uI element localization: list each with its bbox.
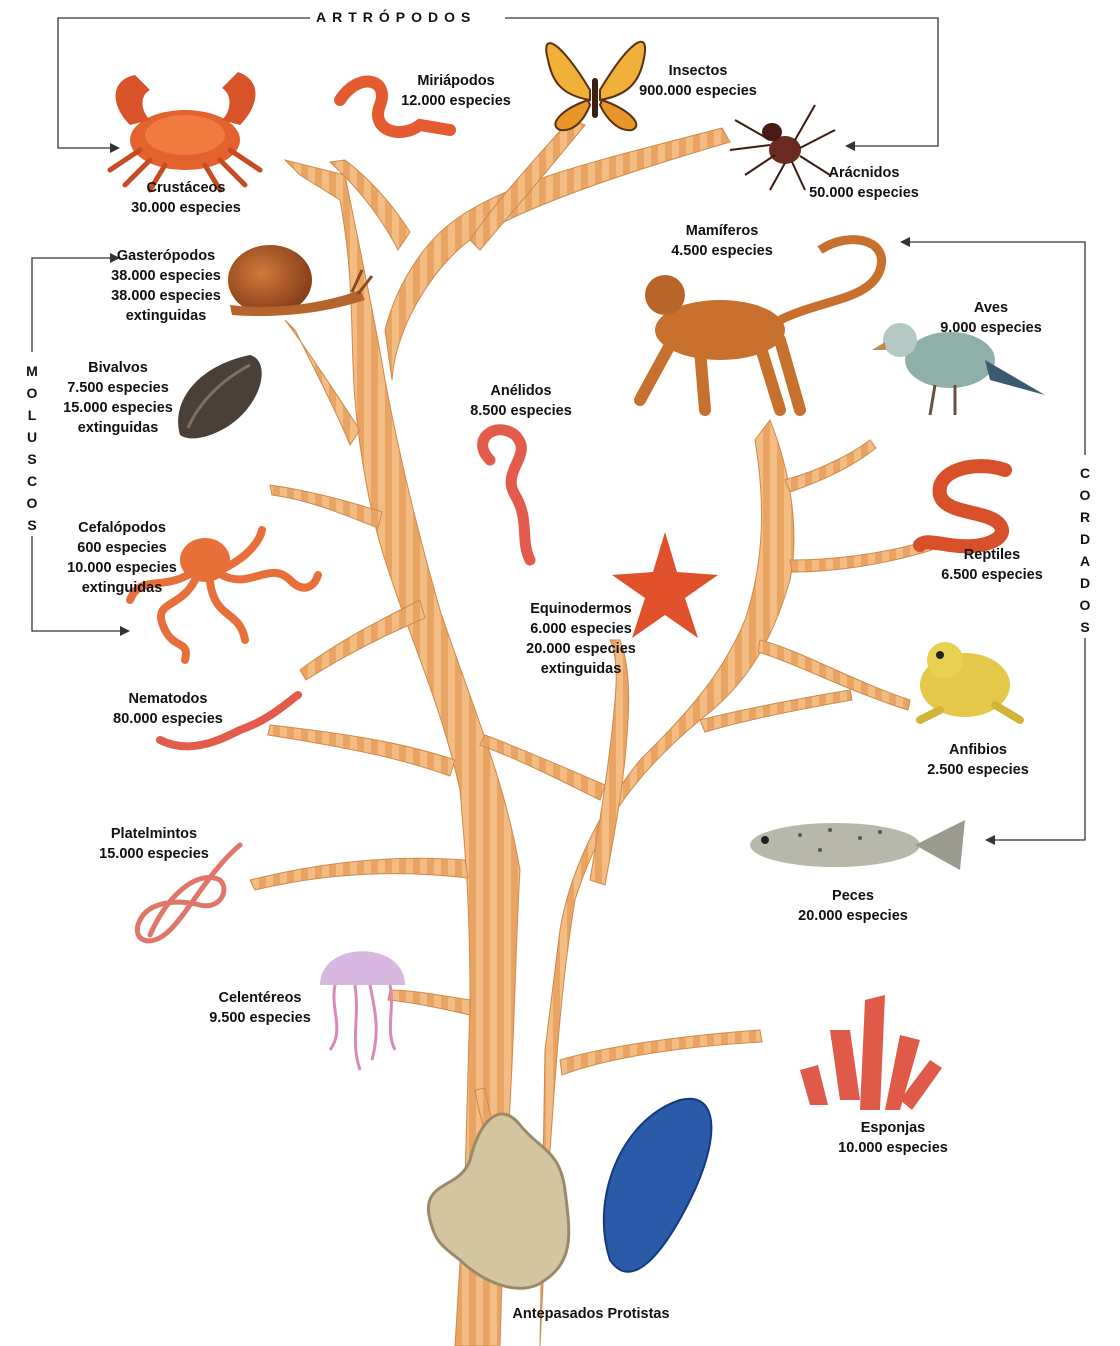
- taxon-count: 15.000 especies: [99, 844, 209, 864]
- group-title-letter: O: [23, 492, 41, 514]
- taxon-count: 50.000 especies: [809, 183, 919, 203]
- cordados-title: CORDADOS: [1076, 462, 1094, 638]
- taxon-count: 600 especies: [67, 538, 177, 558]
- taxon-count: 38.000 especies: [111, 266, 221, 286]
- taxon-count: 6.500 especies: [941, 565, 1043, 585]
- taxon-name: Mamíferos: [671, 221, 773, 241]
- group-title-letter: S: [23, 448, 41, 470]
- taxon-name: Esponjas: [838, 1118, 948, 1138]
- earthworm-icon: [483, 430, 530, 560]
- group-title-letter: U: [23, 426, 41, 448]
- taxon-name: Platelmintos: [99, 824, 209, 844]
- jellyfish-icon: [320, 951, 405, 1070]
- group-title-letter: O: [23, 382, 41, 404]
- group-title-letter: C: [23, 470, 41, 492]
- taxon-name: Peces: [798, 886, 908, 906]
- paramecium-icon: [604, 1099, 712, 1272]
- group-title-letter: M: [23, 360, 41, 382]
- taxon-name: Anfibios: [927, 740, 1029, 760]
- taxon-name: Aves: [940, 298, 1042, 318]
- taxon-count: 4.500 especies: [671, 241, 773, 261]
- taxon-count: 12.000 especies: [401, 91, 511, 111]
- taxon-count: 20.000 especies: [798, 906, 908, 926]
- taxon-name: Nematodos: [113, 689, 223, 709]
- taxon-name: Reptiles: [941, 545, 1043, 565]
- taxon-name: Equinodermos: [526, 599, 636, 619]
- taxon-count: 10.000 especies: [67, 558, 177, 578]
- group-title-letter: C: [1076, 462, 1094, 484]
- label-root: Antepasados Protistas: [512, 1304, 669, 1324]
- taxon-count: 20.000 especies: [526, 639, 636, 659]
- mussel-icon: [178, 355, 262, 438]
- taxon-name: Anélidos: [470, 381, 572, 401]
- taxon-count: extinguidas: [526, 659, 636, 679]
- snake-icon: [920, 466, 1005, 546]
- taxon-count: extinguidas: [63, 418, 173, 438]
- taxon-name: Insectos: [639, 61, 757, 81]
- fish-icon: [750, 820, 965, 870]
- group-title-letter: L: [23, 404, 41, 426]
- group-title-letter: O: [1076, 594, 1094, 616]
- group-title-letter: A: [1076, 550, 1094, 572]
- taxon-name: Celentéreos: [209, 988, 311, 1008]
- butterfly-icon: [546, 42, 645, 130]
- taxon-name: Cefalópodos: [67, 518, 177, 538]
- taxon-count: 30.000 especies: [131, 198, 241, 218]
- taxon-name: Crustáceos: [131, 178, 241, 198]
- group-title-letter: O: [1076, 484, 1094, 506]
- group-title-letter: S: [23, 514, 41, 536]
- artropodos-title: ARTRÓPODOS: [316, 9, 476, 25]
- label-miriapodos: Miriápodos12.000 especies: [401, 71, 511, 111]
- taxon-count: 15.000 especies: [63, 398, 173, 418]
- group-title-letter: D: [1076, 528, 1094, 550]
- group-title-letter: S: [1076, 616, 1094, 638]
- taxon-name: Arácnidos: [809, 163, 919, 183]
- taxon-count: 8.500 especies: [470, 401, 572, 421]
- arrow-mamiferos-icon: [900, 237, 910, 247]
- taxon-name: Miriápodos: [401, 71, 511, 91]
- taxon-count: 38.000 especies: [111, 286, 221, 306]
- arrow-cefalopodos-icon: [120, 626, 130, 636]
- sponge-icon: [800, 995, 942, 1110]
- taxon-count: 2.500 especies: [927, 760, 1029, 780]
- taxon-count: 6.000 especies: [526, 619, 636, 639]
- taxon-name: Gasterópodos: [111, 246, 221, 266]
- label-esponjas: Esponjas10.000 especies: [838, 1118, 948, 1158]
- group-title-letter: R: [1076, 506, 1094, 528]
- arrow-peces-icon: [985, 835, 995, 845]
- group-title-letter: D: [1076, 572, 1094, 594]
- taxon-name: Bivalvos: [63, 358, 173, 378]
- taxon-count: 10.000 especies: [838, 1138, 948, 1158]
- taxon-count: extinguidas: [67, 578, 177, 598]
- taxon-count: 7.500 especies: [63, 378, 173, 398]
- taxon-count: 80.000 especies: [113, 709, 223, 729]
- taxon-count: extinguidas: [111, 306, 221, 326]
- taxon-count: 9.500 especies: [209, 1008, 311, 1028]
- crab-icon: [110, 72, 260, 190]
- arrow-aracnidos-icon: [845, 141, 855, 151]
- monkey-icon: [640, 240, 882, 410]
- taxon-count: 900.000 especies: [639, 81, 757, 101]
- taxon-count: 9.000 especies: [940, 318, 1042, 338]
- arrow-crustaceos-icon: [110, 143, 120, 153]
- frog-icon: [920, 642, 1020, 720]
